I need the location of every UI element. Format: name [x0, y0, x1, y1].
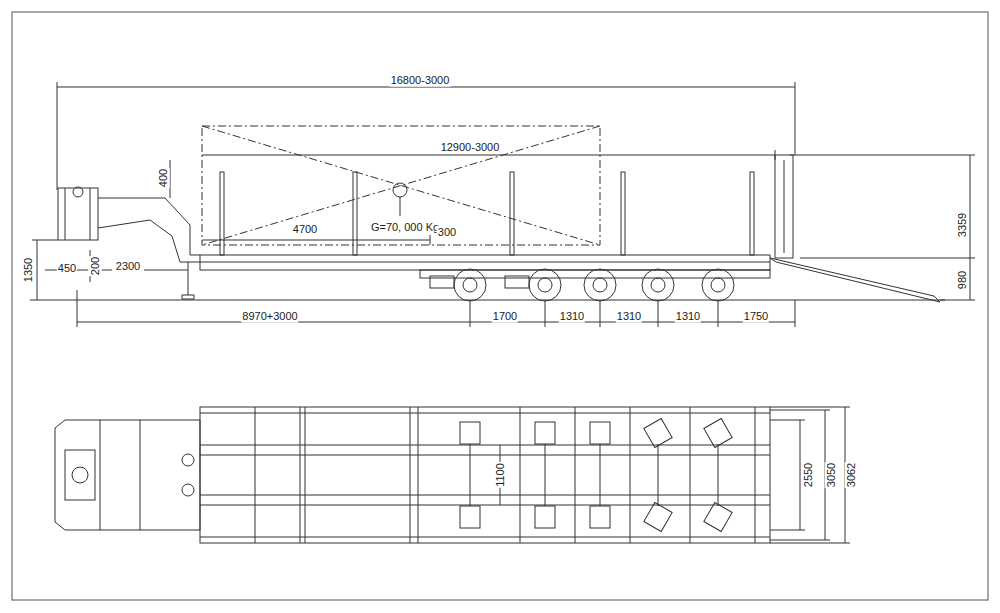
dimension-label: 1310	[616, 310, 642, 323]
dimension-label: 16800-3000	[390, 74, 451, 87]
dimension-label: 200	[89, 256, 102, 276]
dimension-label: 450	[57, 262, 77, 275]
dimension-label: 1100	[494, 462, 507, 488]
dimension-label: 1700	[492, 310, 518, 323]
dimension-label: 300	[437, 226, 457, 239]
dimension-label: 2550	[802, 462, 815, 488]
dimension-label: 3050	[825, 462, 838, 488]
dimension-label: 12900-3000	[440, 141, 501, 154]
dimension-label: 3062	[845, 462, 858, 488]
dimension-label: 400	[157, 168, 170, 188]
dimension-label: 1350	[22, 257, 35, 283]
dimension-label: 1310	[675, 310, 701, 323]
dimension-label: 8970+3000	[241, 310, 298, 323]
dimension-label: 980	[956, 270, 969, 290]
dimension-label: 2300	[115, 260, 141, 273]
dimension-label: 4700	[292, 223, 318, 236]
dimension-label: 3359	[956, 212, 969, 238]
dimension-label: G=70, 000 Kg	[370, 221, 440, 234]
dimension-label: 1750	[743, 310, 769, 323]
dimension-label: 1310	[559, 310, 585, 323]
